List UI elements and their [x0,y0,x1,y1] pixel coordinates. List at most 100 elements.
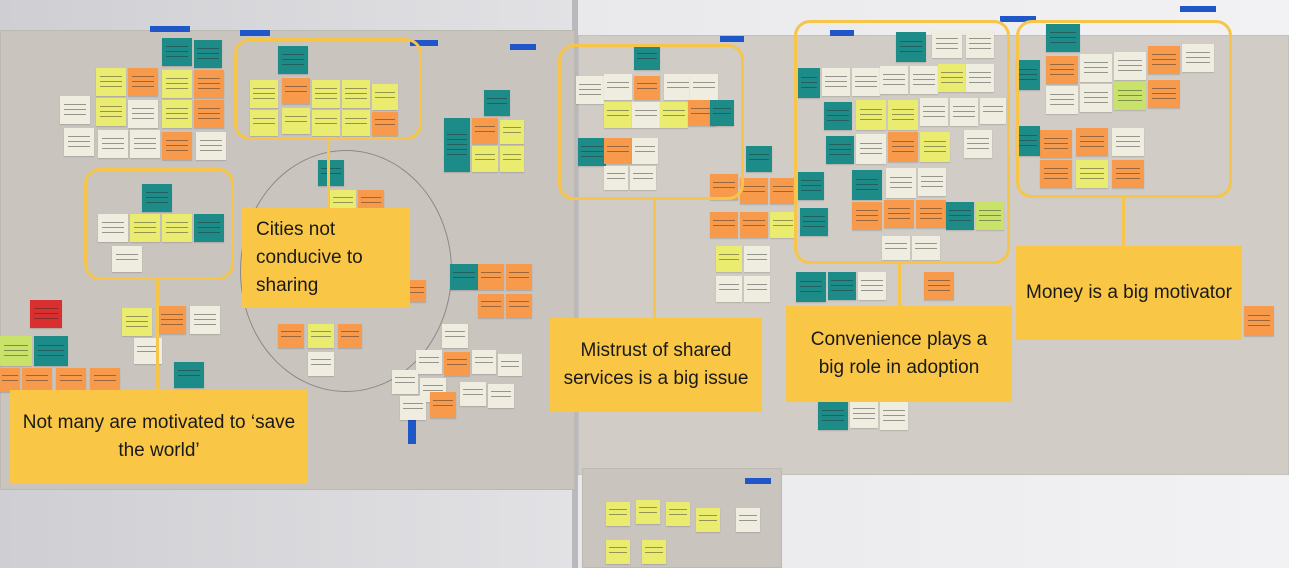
sticky-note [450,264,478,290]
sticky-note [506,264,532,290]
sticky-note [142,184,172,212]
sticky-note [852,68,880,96]
sticky-note [746,146,772,172]
annotation-money: Money is a big motivator [1016,246,1242,340]
sticky-note [660,102,688,128]
sticky-note [460,382,486,406]
sticky-note [818,402,848,430]
connector-line [1122,198,1125,246]
sticky-note [980,98,1006,124]
wall-corner [572,0,578,568]
sticky-note [342,80,370,108]
sticky-note [716,276,742,302]
highlight-mistrust [558,44,744,200]
sticky-note [342,110,370,136]
connector-line [653,200,656,318]
sticky-note [666,502,690,526]
sticky-note [606,540,630,564]
sticky-note [604,166,628,190]
sticky-note [1016,126,1040,156]
sticky-note [858,272,886,300]
sticky-note [696,508,720,532]
sticky-note [330,190,356,212]
sticky-note [358,190,384,212]
sticky-note [920,98,948,126]
sticky-note [710,212,738,238]
sticky-note [1040,160,1072,188]
sticky-note [130,130,160,158]
tape [150,26,190,32]
sticky-note [60,96,90,124]
sticky-note [190,306,220,334]
sticky-note [850,400,878,428]
sticky-note [576,76,604,104]
sticky-note [1046,24,1080,52]
sticky-note [966,30,994,58]
sticky-note [634,76,660,100]
sticky-note [884,200,914,228]
sticky-note [924,272,954,300]
sticky-note [630,166,656,190]
sticky-note [642,540,666,564]
sticky-note [946,202,974,230]
sticky-note [896,32,926,62]
sticky-note [0,336,32,366]
sticky-note [90,368,120,392]
sticky-note [430,392,456,418]
sticky-note [976,202,1004,230]
sticky-note [1148,80,1180,108]
sticky-note [886,168,916,198]
sticky-note [632,138,658,164]
sticky-note [716,246,742,272]
sticky-note [800,208,828,236]
sticky-note [578,138,606,166]
sticky-note [372,84,398,110]
sticky-note [162,214,192,242]
sticky-note [250,80,278,108]
highlight-save-world [84,168,234,280]
sticky-note [828,272,856,300]
sticky-note [128,68,158,96]
sticky-note [484,90,510,116]
annotation-mistrust: Mistrust of shared services is a big iss… [550,318,762,412]
sticky-note [128,100,158,128]
sticky-note [744,246,770,272]
sticky-note [478,294,504,318]
sticky-note [880,402,908,430]
sticky-note [1112,128,1144,156]
sticky-note [56,368,86,392]
sticky-note [736,508,760,532]
sticky-note [634,46,660,70]
sticky-note [194,40,222,68]
sticky-note [162,132,192,160]
sticky-note [416,350,442,374]
sticky-note [162,70,192,98]
sticky-note [852,202,882,230]
sticky-note [312,80,340,108]
sticky-note [1114,82,1146,110]
sticky-note [770,212,796,238]
sticky-note [880,66,908,94]
sticky-note [604,102,632,128]
annotation-save-world: Not many are motivated to ‘save the worl… [10,390,308,484]
sticky-note [798,172,824,200]
sticky-note [318,160,344,186]
sticky-note [194,100,224,128]
sticky-note [1244,306,1274,336]
sticky-note [338,324,362,348]
sticky-note [400,396,426,420]
sticky-note [64,128,94,156]
sticky-note [1148,46,1180,74]
tape [1180,6,1216,12]
connector-line [156,280,159,392]
sticky-note [122,308,152,336]
sticky-note [1016,60,1040,90]
connector-line [898,264,901,306]
sticky-note [1080,84,1112,112]
sticky-note [964,130,992,158]
sticky-note [1040,130,1072,158]
sticky-note [856,134,886,164]
sticky-note [664,74,692,100]
sticky-note [282,78,310,104]
